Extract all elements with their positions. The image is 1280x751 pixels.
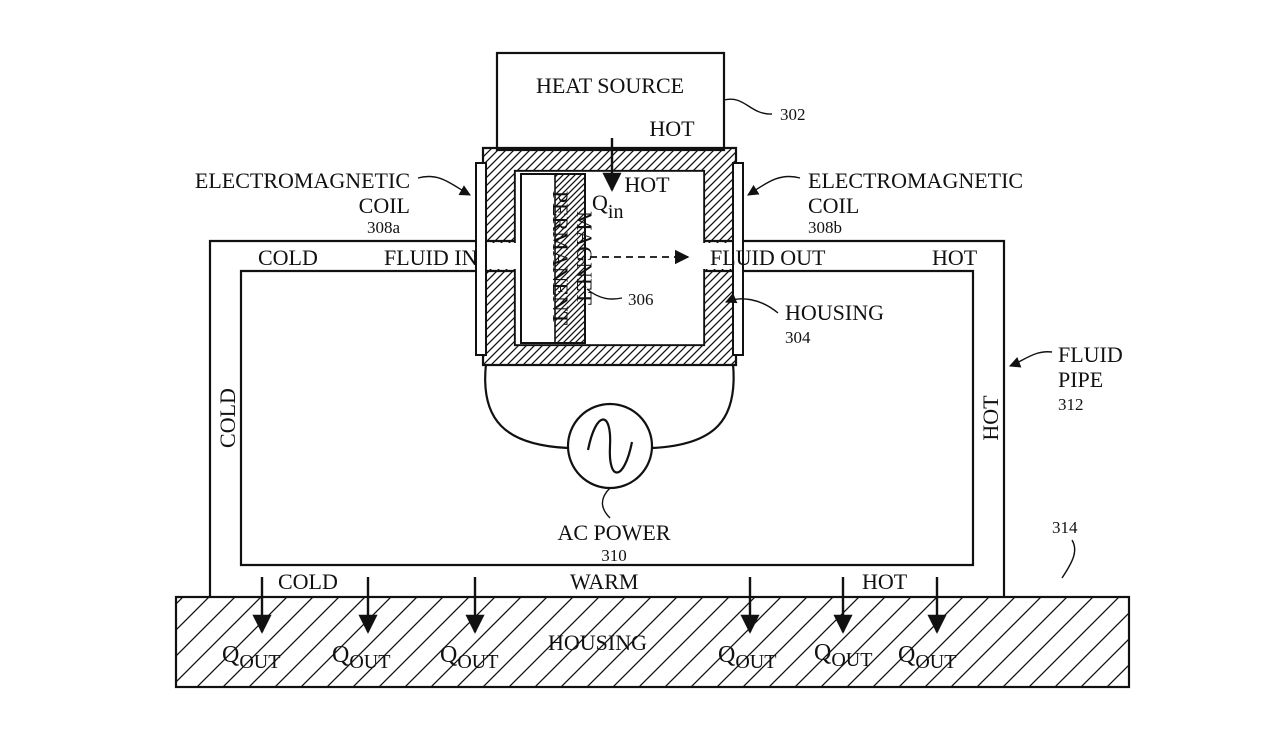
q-out-label-5: QOUT bbox=[814, 640, 872, 671]
base-housing-label: HOUSING bbox=[548, 630, 647, 655]
base-warm-label: WARM bbox=[570, 569, 638, 594]
ref-314: 314 bbox=[1052, 518, 1078, 537]
leader-314 bbox=[1061, 539, 1076, 579]
ac-power-label: AC POWER bbox=[557, 520, 670, 545]
housing-hot-label: HOT bbox=[624, 172, 670, 197]
ref-310: 310 bbox=[601, 546, 627, 565]
base-hot-label: HOT bbox=[862, 569, 908, 594]
fluid-in-label: FLUID IN bbox=[384, 245, 478, 270]
housing-label: HOUSING bbox=[785, 300, 884, 325]
ref-308a: 308a bbox=[367, 218, 401, 237]
ref-302: 302 bbox=[780, 105, 806, 124]
base-housing bbox=[174, 595, 1131, 689]
base-cold-label: COLD bbox=[278, 569, 338, 594]
ref-306: 306 bbox=[628, 290, 654, 309]
leader-310 bbox=[601, 487, 611, 519]
ref-312: 312 bbox=[1058, 395, 1084, 414]
pipe-cold-top-label: COLD bbox=[258, 245, 318, 270]
leader-304 bbox=[724, 292, 779, 314]
heat-source-hot-label: HOT bbox=[649, 116, 695, 141]
coil-right-label-line2: COIL bbox=[808, 193, 859, 218]
magnet-housing bbox=[481, 146, 738, 367]
leader-302 bbox=[723, 98, 773, 115]
permanent-magnet: PERMANENT MAGNET bbox=[520, 173, 597, 344]
q-out-label-6: QOUT bbox=[898, 642, 956, 673]
pipe-cold-side-label: COLD bbox=[215, 388, 240, 448]
fluid-pipe-label-line1: FLUID bbox=[1058, 342, 1123, 367]
ref-308b: 308b bbox=[808, 218, 842, 237]
leader-306 bbox=[586, 288, 623, 300]
sine-wave-icon bbox=[586, 418, 634, 474]
q-out-label-3: QOUT bbox=[440, 642, 498, 673]
fluid-out-label: FLUID OUT bbox=[710, 245, 826, 270]
leader-308b bbox=[747, 175, 801, 196]
wire-right bbox=[651, 363, 735, 450]
leader-312 bbox=[1008, 351, 1053, 368]
heat-source-label: HEAT SOURCE bbox=[536, 73, 684, 98]
coil-right-label-line1: ELECTROMAGNETIC bbox=[808, 168, 1023, 193]
q-out-label-2: QOUT bbox=[332, 642, 390, 673]
q-out-label-1: QOUT bbox=[222, 642, 280, 673]
fluid-pipe-label-line2: PIPE bbox=[1058, 367, 1103, 392]
electromagnetic-coil-left bbox=[475, 162, 487, 356]
ref-304: 304 bbox=[785, 328, 811, 347]
pipe-hot-top-label: HOT bbox=[932, 245, 978, 270]
leader-308a bbox=[417, 175, 471, 196]
pipe-hot-side-label: HOT bbox=[978, 395, 1003, 441]
ac-power-circuit bbox=[484, 363, 735, 490]
heat-source: HEAT SOURCE HOT bbox=[495, 51, 726, 152]
coil-left-label-line2: COIL bbox=[359, 193, 410, 218]
magnet-label-line2: MAGNET bbox=[572, 211, 597, 306]
coil-left-label-line1: ELECTROMAGNETIC bbox=[195, 168, 410, 193]
electromagnetic-coil-right bbox=[732, 162, 744, 356]
q-in-label: Qin bbox=[592, 190, 623, 223]
magnet-hatched-half bbox=[554, 173, 586, 344]
magnet-label-line1: PERMANENT bbox=[548, 191, 573, 326]
q-out-label-4: QOUT bbox=[718, 642, 776, 673]
wire-left bbox=[484, 363, 569, 450]
fluid-pipe bbox=[208, 239, 1006, 597]
